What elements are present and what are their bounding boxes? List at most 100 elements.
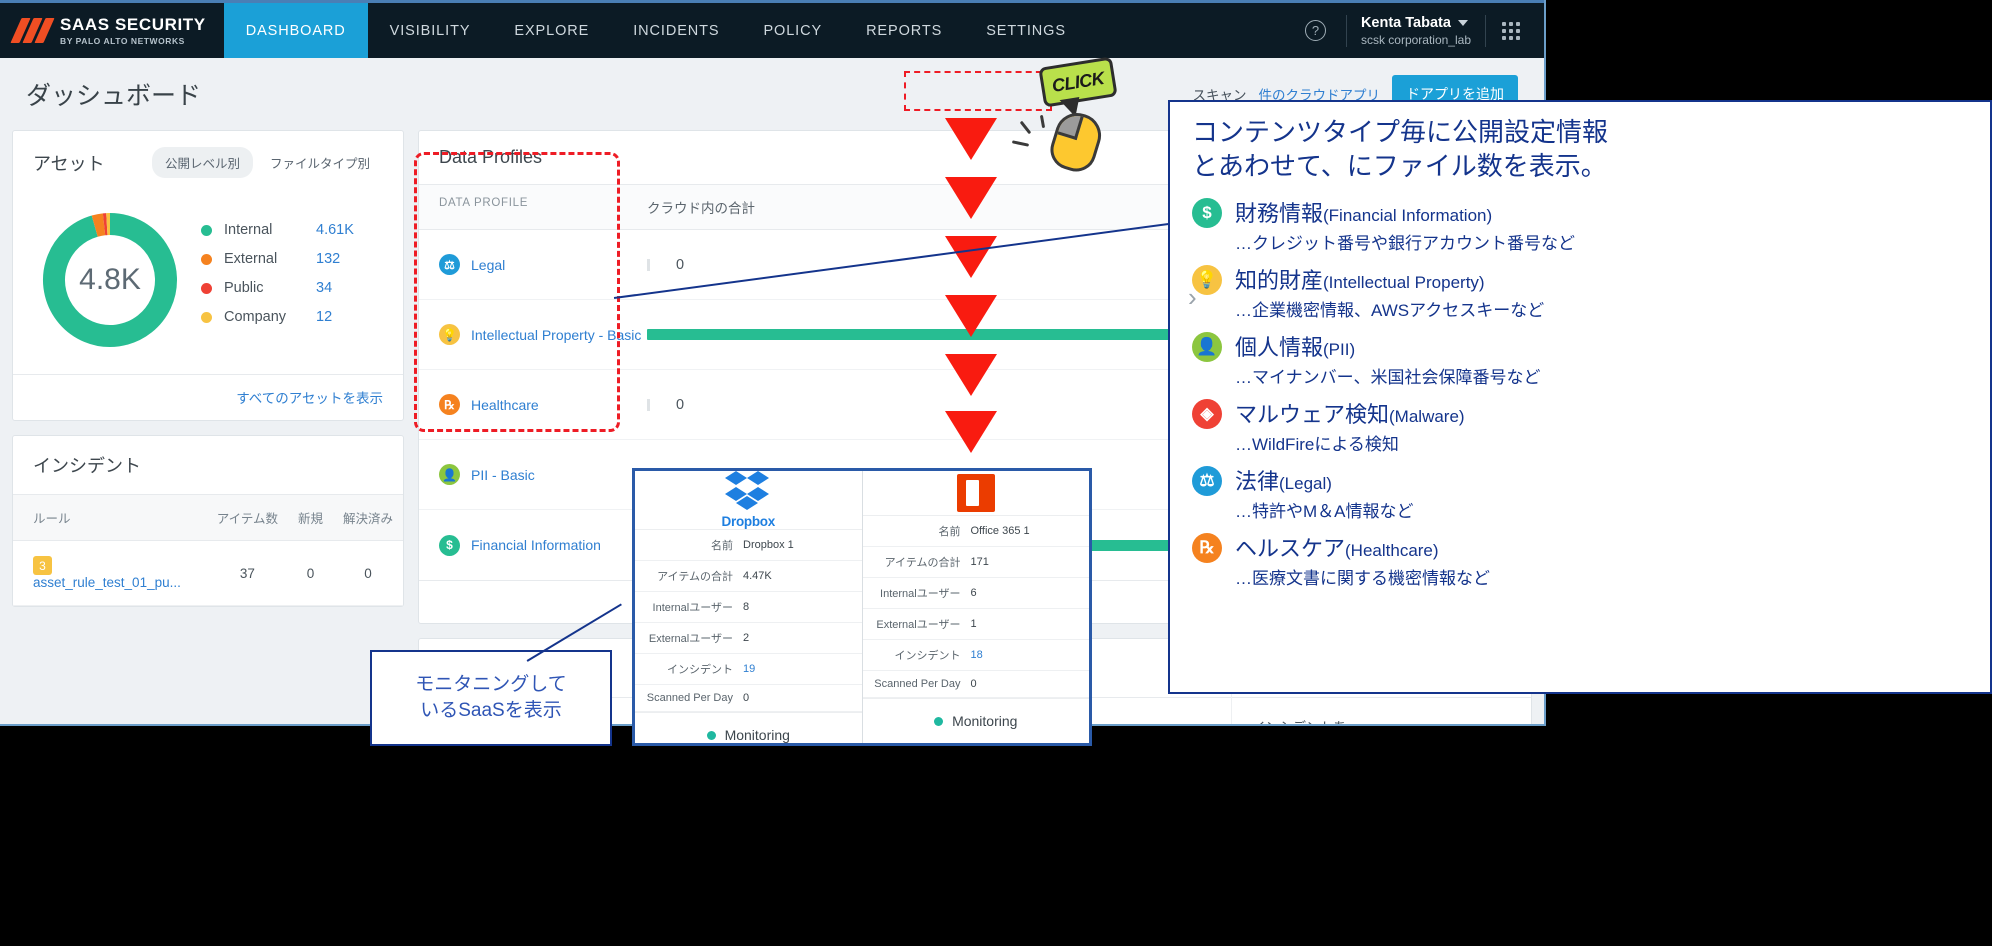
user-name: Kenta Tabata — [1360, 14, 1451, 31]
profile-name-cell: ℞Healthcare — [419, 394, 629, 415]
nav-right-group: ? Kenta Tabata scsk corporation_lab — [1297, 3, 1544, 58]
status-dot-icon — [934, 716, 944, 726]
profile-zero-tick — [647, 398, 650, 411]
profile-label[interactable]: Legal — [471, 256, 506, 273]
assets-title: アセット — [33, 153, 105, 174]
profile-name-cell: 💡Intellectual Property - Basic — [419, 324, 641, 345]
view-all-assets-link[interactable]: すべてのアセットを表示 — [236, 391, 383, 406]
incidents-col-1[interactable]: アイテム数 — [206, 494, 288, 541]
data-profiles-title: Data Profiles — [439, 147, 543, 167]
legend-value[interactable]: 4.61K — [316, 222, 354, 238]
nav-tab-visibility[interactable]: VISIBILITY — [389, 22, 471, 39]
profile-name-cell: ⚖ Legal — [419, 254, 629, 275]
app-card-row: Externalユーザー 2 — [635, 623, 862, 654]
nav-tab-settings[interactable]: SETTINGS — [986, 22, 1066, 39]
legend-dot-external — [201, 253, 212, 265]
app-card-status: Monitoring — [862, 698, 1089, 743]
profile-label[interactable]: PII - Basic — [471, 466, 535, 483]
app-card-value: 8 — [743, 601, 750, 613]
legend-item-heading: マルウェア検知(Malware) — [1235, 401, 1465, 427]
col-cloud-total: クラウド内の合計 — [647, 201, 755, 216]
app-card-row: 名前 Office 365 1 — [862, 516, 1089, 547]
app-card-value[interactable]: 19 — [743, 663, 756, 675]
cloud-apps-link[interactable]: 件のクラウドアプリ — [1258, 88, 1381, 103]
person-icon: 👤 — [439, 464, 460, 485]
incidents-col-0[interactable]: ルール — [13, 494, 207, 541]
legend-value[interactable]: 12 — [316, 309, 333, 325]
tab-by-filetype[interactable]: ファイルタイプ別 — [269, 157, 370, 171]
incidents-col-2[interactable]: 新規 — [287, 494, 333, 541]
profile-name-cell: $Financial Information — [419, 534, 629, 556]
annotation-mouse-cursor-icon — [1045, 107, 1107, 177]
app-grid-icon[interactable] — [1502, 21, 1520, 40]
app-card-logo — [862, 471, 1089, 516]
tab-by-exposure[interactable]: 公開レベル別 — [151, 147, 253, 178]
annotation-arrow-3 — [945, 236, 997, 278]
profile-label[interactable]: Intellectual Property - Basic — [471, 326, 642, 343]
user-menu[interactable]: Kenta Tabata scsk corporation_lab — [1347, 15, 1485, 47]
legend-dot-internal — [201, 224, 212, 236]
incidents-card: インシデント ルールアイテム数新規解決済み 3asset_rule_test_0… — [12, 435, 404, 607]
incident-rule-link[interactable]: asset_rule_test_01_pu... — [33, 575, 181, 590]
nav-tab-reports[interactable]: REPORTS — [866, 22, 943, 39]
app-card-value[interactable]: 18 — [970, 649, 983, 661]
profile-label[interactable]: Healthcare — [471, 396, 539, 413]
legend-panel-items: $財務情報(Financial Information)…クレジット番号や銀行ア… — [1192, 196, 1968, 589]
app-card-key: Externalユーザー — [648, 633, 733, 645]
legend-dot-company — [201, 311, 212, 323]
nav-divider-2 — [1485, 14, 1486, 47]
nav-tab-dashboard[interactable]: DASHBOARD — [223, 3, 368, 58]
legend-value[interactable]: 132 — [316, 251, 341, 267]
severity-badge: 3 — [33, 556, 52, 575]
app-card-key: Internalユーザー — [652, 602, 733, 614]
incident-items: 37 — [206, 540, 288, 606]
office365-logo — [956, 474, 995, 512]
app-card-key: アイテムの合計 — [657, 571, 733, 583]
profile-label[interactable]: Financial Information — [471, 537, 601, 553]
legend-item-heading: 知的財産(Intellectual Property) — [1235, 267, 1485, 293]
annotation-arrow-5 — [945, 354, 997, 396]
legal-icon: ⚖ — [439, 254, 460, 275]
chevron-down-icon — [1457, 19, 1468, 26]
legend-item-heading: 法律(Legal) — [1235, 468, 1332, 494]
app-card-value: 171 — [970, 556, 989, 568]
legend-item-desc: …医療文書に関する機密情報など — [1235, 568, 1490, 588]
annotation-arrow-4 — [945, 295, 997, 337]
help-icon[interactable]: ? — [1304, 20, 1326, 41]
annotation-click-bubble: CLICK — [1038, 56, 1118, 108]
legend-item-desc: …特許やM＆A情報など — [1235, 501, 1414, 521]
nav-tab-policy[interactable]: POLICY — [763, 22, 823, 39]
app-card-key: 名前 — [938, 526, 961, 538]
annotation-arrow-6 — [945, 411, 997, 453]
app-card-value: 2 — [743, 632, 750, 644]
legend-item-desc: …クレジット番号や銀行アカウント番号など — [1235, 233, 1575, 253]
nav-tab-incidents[interactable]: INCIDENTS — [633, 22, 720, 39]
app-card-status: Monitoring — [635, 712, 862, 757]
app-card-value: Office 365 1 — [970, 525, 1030, 537]
legend-panel: コンテンツタイプ毎に公開設定情報とあわせて、にファイル数を表示。 $財務情報(F… — [1168, 100, 1992, 694]
donut-segment-external — [91, 213, 106, 237]
incidents-col-3[interactable]: 解決済み — [332, 494, 403, 541]
legend-value[interactable]: 34 — [316, 280, 333, 296]
dropbox-wordmark: Dropbox — [721, 514, 776, 529]
incidents-title: インシデント — [33, 456, 141, 476]
legend-panel-item: $財務情報(Financial Information)…クレジット番号や銀行ア… — [1192, 196, 1968, 254]
nav-tab-explore[interactable]: EXPLORE — [514, 22, 590, 39]
profile-bar-cell: 0 — [629, 257, 1531, 273]
app-card-key: Scanned Per Day — [646, 692, 733, 704]
monitoring-note-text: モニタニングしているSaaSを表示 — [415, 674, 567, 721]
dropbox-logo — [725, 471, 770, 510]
legend-panel-title: コンテンツタイプ毎に公開設定情報とあわせて、にファイル数を表示。 — [1192, 117, 1609, 181]
top-navigation-bar: SAAS SECURITY BY PALO ALTO NETWORKS DASH… — [0, 0, 1544, 58]
brand-logo[interactable]: SAAS SECURITY BY PALO ALTO NETWORKS — [0, 3, 224, 58]
annotation-arrow-1 — [945, 118, 997, 160]
profile-value: 0 — [676, 256, 685, 273]
legend-label: Public — [224, 280, 264, 296]
assets-donut-chart: 4.8K — [25, 200, 195, 360]
